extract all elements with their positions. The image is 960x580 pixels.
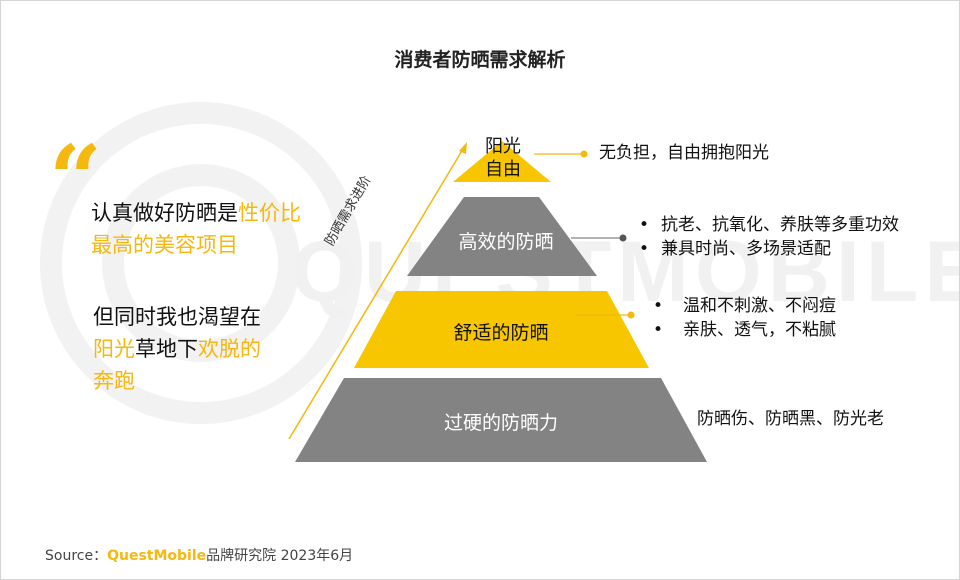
- quote-highlight: 欢脱的: [198, 337, 261, 361]
- pyramid-tier-3-label: 舒适的防晒: [453, 322, 549, 344]
- page-title: 消费者防晒需求解析: [394, 49, 566, 71]
- quote-highlight: 阳光: [93, 337, 135, 361]
- source-brand: QuestMobile: [107, 548, 207, 564]
- tier-3-description: •温和不刺激、不闷痘 •亲肤、透气，不粘腻: [653, 294, 836, 342]
- quote-highlight: 最高的美容项目: [91, 233, 238, 257]
- list-item: •兼具时尚、多场景适配: [639, 239, 831, 259]
- tier-label-line: 阳光: [485, 136, 521, 157]
- bullet-icon: •: [639, 215, 650, 235]
- quote-block-2: 但同时我也渴望在 阳光草地下欢脱的 奔跑: [93, 301, 313, 397]
- list-item: •亲肤、透气，不粘腻: [653, 320, 836, 340]
- list-item: •温和不刺激、不闷痘: [653, 296, 836, 316]
- bullet-icon: •: [653, 296, 664, 316]
- tier-1-description: 无负担，自由拥抱阳光: [599, 143, 769, 163]
- quote-text: 认真做好防晒是: [91, 201, 238, 225]
- list-item: •抗老、抗氧化、养肤等多重功效: [639, 215, 899, 235]
- pyramid-tier-1-label: 阳光 自由: [471, 135, 535, 181]
- watermark-ring-outer: [40, 102, 362, 424]
- progression-arrow-line: [288, 148, 464, 440]
- pyramid-tier-2-label: 高效的防晒: [458, 231, 554, 253]
- pyramid-tier-1: [453, 141, 551, 182]
- quote-text: 草地下: [135, 337, 198, 361]
- pyramid-tier-4: [295, 378, 707, 462]
- watermark-ring-inner: [102, 164, 300, 362]
- tier-label-line: 自由: [485, 159, 521, 180]
- pyramid-tier-2: [407, 197, 597, 276]
- progression-arrow-head-icon: [459, 142, 467, 154]
- quote-mark-icon: “: [49, 125, 102, 233]
- source-suffix: 品牌研究院 2023年6月: [206, 548, 354, 564]
- bullet-icon: •: [639, 239, 650, 259]
- quote-text: 但同时我也渴望在: [93, 305, 261, 329]
- tier-4-description: 防晒伤、防晒黑、防光老: [697, 409, 884, 429]
- connector-dot-1: [580, 150, 588, 158]
- quote-highlight: 奔跑: [93, 369, 135, 393]
- connector-dot-3: [627, 311, 635, 319]
- bullet-icon: •: [653, 320, 664, 340]
- pyramid-tier-3: [354, 291, 649, 368]
- pyramid-tier-4-label: 过硬的防晒力: [443, 412, 558, 434]
- source-note: Source：QuestMobile品牌研究院 2023年6月: [45, 545, 353, 565]
- quote-block-1: 认真做好防晒是性价比 最高的美容项目: [91, 197, 351, 261]
- source-prefix: Source：: [45, 548, 108, 564]
- quote-highlight: 性价比: [238, 201, 301, 225]
- tier-2-description: •抗老、抗氧化、养肤等多重功效 •兼具时尚、多场景适配: [639, 213, 899, 261]
- connector-dot-2: [619, 234, 627, 242]
